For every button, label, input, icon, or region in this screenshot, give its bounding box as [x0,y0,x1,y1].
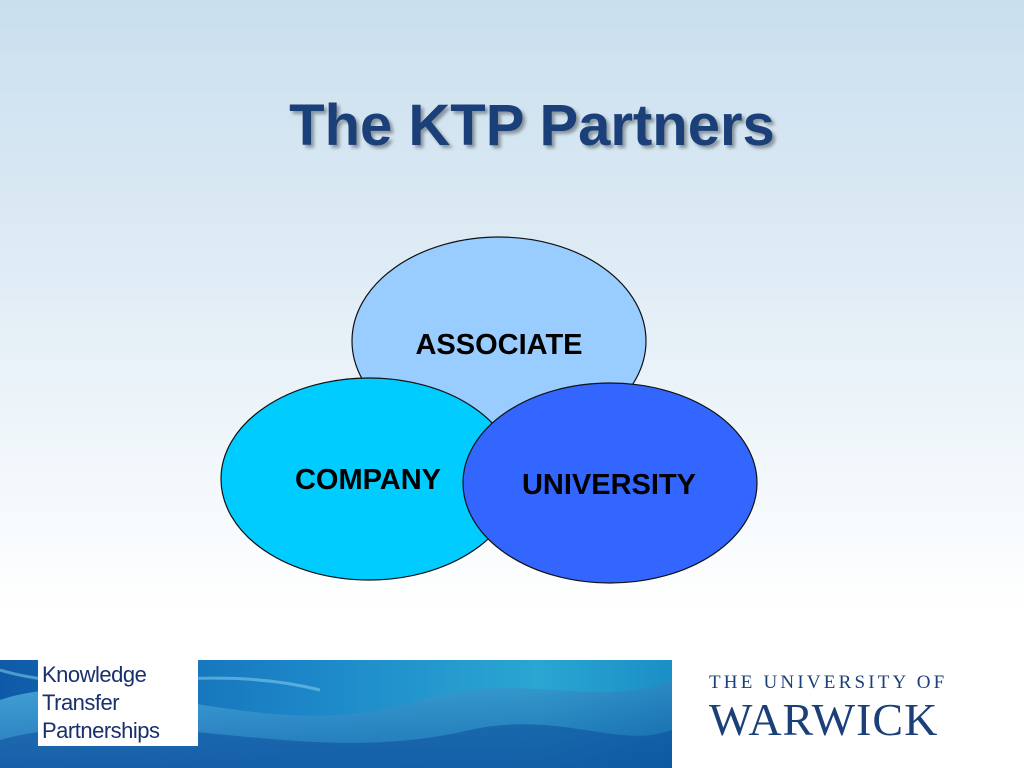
ktp-logo-line1: Knowledge [42,662,147,687]
company-label: COMPANY [295,464,441,496]
university-label: UNIVERSITY [522,469,696,501]
ktp-logo-line2: Transfer [42,690,120,715]
associate-label: ASSOCIATE [415,329,582,361]
slide-title: The KTP Partners [289,93,775,158]
university-logo-subtitle: THE UNIVERSITY OF [709,672,948,693]
ktp-logo-line3: Partnerships [42,718,160,743]
university-logo-name: WARWICK [709,694,939,745]
university-circle [462,382,758,584]
ktp-logo: Knowledge Transfer Partnerships [38,660,198,746]
